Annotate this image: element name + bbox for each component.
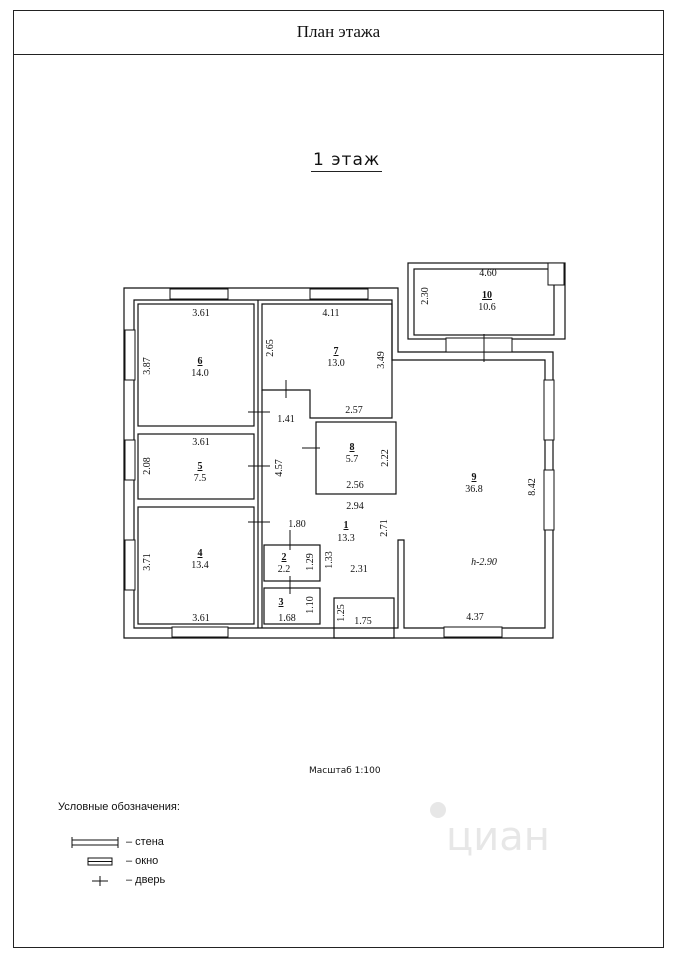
room-9-area: 36.8 — [465, 484, 483, 495]
window — [547, 262, 565, 286]
window — [171, 626, 229, 638]
legend-title: Условные обозначения: — [58, 801, 180, 813]
dim: 2.94 — [346, 501, 364, 512]
room-2-wall — [263, 544, 321, 582]
window — [169, 288, 229, 300]
floor-label: 1 этаж — [311, 150, 383, 172]
dim: 4.60 — [479, 268, 497, 279]
room-6-number: 6 — [198, 356, 203, 367]
dim: 1.75 — [354, 616, 372, 627]
room-7-area: 13.0 — [327, 358, 345, 369]
watermark-logo-icon — [430, 802, 446, 818]
entry-wall — [333, 597, 395, 639]
room-5-number: 5 — [198, 461, 203, 472]
dim: 4.37 — [466, 612, 484, 623]
room-7-number: 7 — [334, 346, 339, 357]
dim: 1.41 — [277, 414, 295, 425]
dim: 4.57 — [274, 459, 285, 477]
room-9-number: 9 — [472, 472, 477, 483]
room-6-area: 14.0 — [191, 368, 209, 379]
room-6-wall — [137, 303, 255, 427]
dim: 2.31 — [350, 564, 368, 575]
dim: 4.11 — [322, 308, 339, 319]
dim: 3.71 — [142, 553, 153, 571]
wall-legend-icon — [71, 837, 119, 848]
room-1-number: 1 — [344, 520, 349, 531]
legend-wall: – стена — [126, 836, 164, 848]
legend-door: – дверь — [126, 874, 166, 886]
dim: 1.25 — [336, 604, 347, 622]
dim: 2.71 — [379, 519, 390, 537]
dim: 3.61 — [192, 613, 210, 624]
dim: 1.33 — [324, 551, 335, 569]
dim: 2.57 — [345, 405, 363, 416]
watermark: циан — [416, 790, 596, 860]
window — [309, 288, 369, 300]
room-1-area: 13.3 — [337, 533, 355, 544]
outer-wall — [123, 287, 554, 639]
window-legend-icon — [87, 857, 113, 866]
room-5-area: 7.5 — [194, 473, 207, 484]
door-legend-icon — [92, 876, 108, 886]
window — [445, 337, 513, 353]
room-3-wall — [263, 587, 321, 625]
dim: 2.08 — [142, 457, 153, 475]
dim: 2.56 — [346, 480, 364, 491]
ceiling-height: h-2.90 — [471, 557, 497, 568]
room-2-area: 2.2 — [278, 564, 291, 575]
scale-label: Масштаб 1:100 — [309, 766, 381, 776]
room-8-number: 8 — [350, 442, 355, 453]
room-4-number: 4 — [198, 548, 203, 559]
room-8-wall — [315, 421, 397, 495]
room-4-wall — [137, 506, 255, 625]
dim: 2.65 — [265, 339, 276, 357]
window — [124, 539, 136, 591]
room-4-area: 13.4 — [191, 560, 209, 571]
window — [543, 469, 555, 531]
drawing-frame — [13, 10, 664, 948]
dim: 2.30 — [420, 287, 431, 305]
legend-window: – окно — [126, 855, 159, 867]
dim: 3.49 — [376, 351, 387, 369]
window — [124, 439, 136, 481]
dim: 8.42 — [527, 478, 538, 496]
dim: 3.61 — [192, 437, 210, 448]
window — [443, 626, 503, 638]
dim: 2.22 — [380, 449, 391, 467]
dim: 3.87 — [142, 357, 153, 375]
dim: 1.68 — [278, 613, 296, 624]
dim: 3.61 — [192, 308, 210, 319]
room-3-number: 3 — [279, 597, 284, 608]
room-2-number: 2 — [282, 552, 287, 563]
window — [543, 379, 555, 441]
dim: 1.29 — [305, 553, 316, 571]
dim: 1.10 — [305, 596, 316, 614]
room-10-area: 10.6 — [478, 302, 496, 313]
room-8-area: 5.7 — [346, 454, 359, 465]
window — [124, 329, 136, 381]
page-title: План этажа — [13, 10, 664, 55]
room-10-number: 10 — [482, 290, 492, 301]
svg-text:циан: циан — [446, 814, 550, 860]
dim: 1.80 — [288, 519, 306, 530]
